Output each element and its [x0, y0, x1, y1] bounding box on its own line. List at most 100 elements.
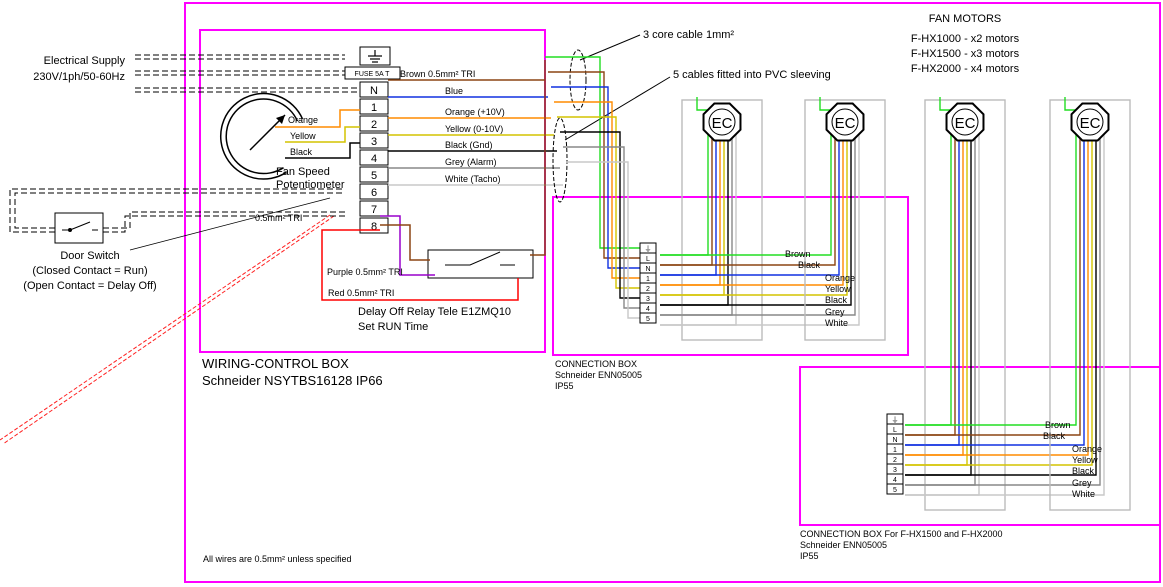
- motor-rotor: [831, 108, 859, 136]
- cb1-ip: IP55: [555, 381, 574, 391]
- terminal-label: 4: [371, 153, 377, 165]
- terminal-label: 8: [371, 221, 377, 233]
- motor-wire: [905, 130, 952, 426]
- fan-motors-title: FAN MOTORS: [929, 13, 1002, 25]
- three-core-pointer: [579, 34, 641, 61]
- relay-wires: [321, 60, 546, 301]
- motor-loop: [804, 99, 886, 341]
- cb-terminal-label: 1: [893, 447, 897, 454]
- terminal-cell: [359, 149, 389, 166]
- terminal-cell: [359, 200, 389, 217]
- cb2-wire-grey: Grey: [1072, 478, 1092, 488]
- feed-wire: [551, 86, 640, 269]
- door-cable-dashed: [0, 214, 335, 445]
- motor-wire: [660, 130, 733, 316]
- terminal-cell: [359, 132, 389, 149]
- cb1-wire-black2: Black: [825, 295, 848, 305]
- motor-loop: [1049, 99, 1131, 511]
- control-wire-label: Blue: [445, 86, 463, 96]
- cb-terminal-label: 5: [646, 316, 650, 323]
- fan-motors-line-2: F-HX1500 - x3 motors: [911, 48, 1020, 60]
- door-switch-arrow: [129, 197, 331, 251]
- cb2-model: Schneider ENN05005: [800, 540, 887, 550]
- feed-wire: [563, 146, 640, 309]
- motor-wiring: [545, 56, 1131, 511]
- wiring-box-title: WIRING-CONTROL BOX: [202, 356, 349, 371]
- cb-terminal-label: N: [645, 266, 650, 273]
- cb2-wire-white: White: [1072, 489, 1095, 499]
- terminal-cell: [359, 115, 389, 132]
- cb-terminal-label: N: [892, 437, 897, 444]
- motor-wire: [905, 130, 976, 486]
- fuse-label: FUSE 5A T: [355, 71, 391, 78]
- motor-loop: [924, 99, 1006, 511]
- earth-icon: [368, 50, 382, 63]
- door-switch-open: (Open Contact = Delay Off): [23, 280, 156, 292]
- pot-wire-yellow: Yellow: [290, 131, 316, 141]
- door-switch-title: Door Switch: [60, 250, 119, 262]
- cb-terminal-cell: [639, 312, 657, 324]
- motor-wire: [905, 130, 1081, 436]
- cb-terminal-label: 4: [646, 306, 650, 313]
- cb2-title: CONNECTION BOX For F-HX1500 and F-HX2000: [800, 529, 1003, 539]
- motor-wire: [660, 130, 848, 296]
- cb-terminal-label: 2: [646, 286, 650, 293]
- door-switch: [54, 212, 104, 244]
- motor-wire: [905, 130, 980, 496]
- motor-wire: [905, 130, 1101, 486]
- motor-wire: [660, 130, 832, 256]
- relay-purple-label: Purple 0.5mm² TRI: [327, 267, 403, 277]
- motor-rotor: [951, 108, 979, 136]
- cb-terminal-label: 3: [893, 467, 897, 474]
- cb-terminal-label: 1: [646, 276, 650, 283]
- terminal-cell: [359, 183, 389, 200]
- cb2-wire-black: Black: [1043, 431, 1066, 441]
- wiring-box-model: Schneider NSYTBS16128 IP66: [202, 373, 383, 388]
- motor-wire: [905, 130, 1093, 466]
- pot-label-1: Fan Speed: [276, 166, 330, 178]
- cb-terminal-label: 5: [893, 487, 897, 494]
- feed-wire: [545, 56, 640, 249]
- terminal-label: 2: [371, 119, 377, 131]
- motor-wire: [660, 130, 721, 286]
- cb1-wire-white: White: [825, 318, 848, 328]
- control-wire-label: White (Tacho): [445, 174, 501, 184]
- connection-box-2: [799, 366, 1161, 526]
- cb2-ip: IP55: [800, 551, 819, 561]
- cb-terminal-label: 2: [893, 457, 897, 464]
- door-cable-label: 0.5mm² TRI: [255, 213, 302, 223]
- supply-title: Electrical Supply: [44, 55, 126, 67]
- cb2-wire-black2: Black: [1072, 466, 1095, 476]
- fan-motors-line-3: F-HX2000 - x4 motors: [911, 63, 1020, 75]
- cable-ellipses: [552, 49, 587, 203]
- supply-spec: 230V/1ph/50-60Hz: [33, 71, 125, 83]
- motor-wire: [660, 130, 860, 326]
- terminal-cell: [359, 98, 389, 115]
- cb-terminal-label: ⏚: [645, 245, 652, 253]
- pot-wire-black: Black: [290, 147, 313, 157]
- delay-relay: [427, 249, 534, 279]
- motor-wire: [660, 130, 836, 266]
- motor-wire: [905, 130, 968, 466]
- motor-wire: [905, 130, 1077, 426]
- feed-wire: [548, 71, 640, 259]
- relay-red-label: Red 0.5mm² TRI: [328, 288, 394, 298]
- cb1-title: CONNECTION BOX: [555, 359, 637, 369]
- terminal-label: 5: [371, 170, 377, 182]
- cb-terminal-label: ⏚: [892, 416, 899, 424]
- feed-wire: [554, 101, 640, 279]
- motor-wire: [660, 130, 709, 256]
- control-wire-label: Yellow (0-10V): [445, 124, 503, 134]
- fuse: [344, 66, 401, 80]
- door-switch-cable: [9, 188, 345, 233]
- control-wire-label: Brown 0.5mm² TRI: [400, 69, 475, 79]
- terminal-label: 6: [371, 187, 377, 199]
- drawing-frame: [184, 2, 1161, 583]
- cb-terminal-label: 3: [646, 296, 650, 303]
